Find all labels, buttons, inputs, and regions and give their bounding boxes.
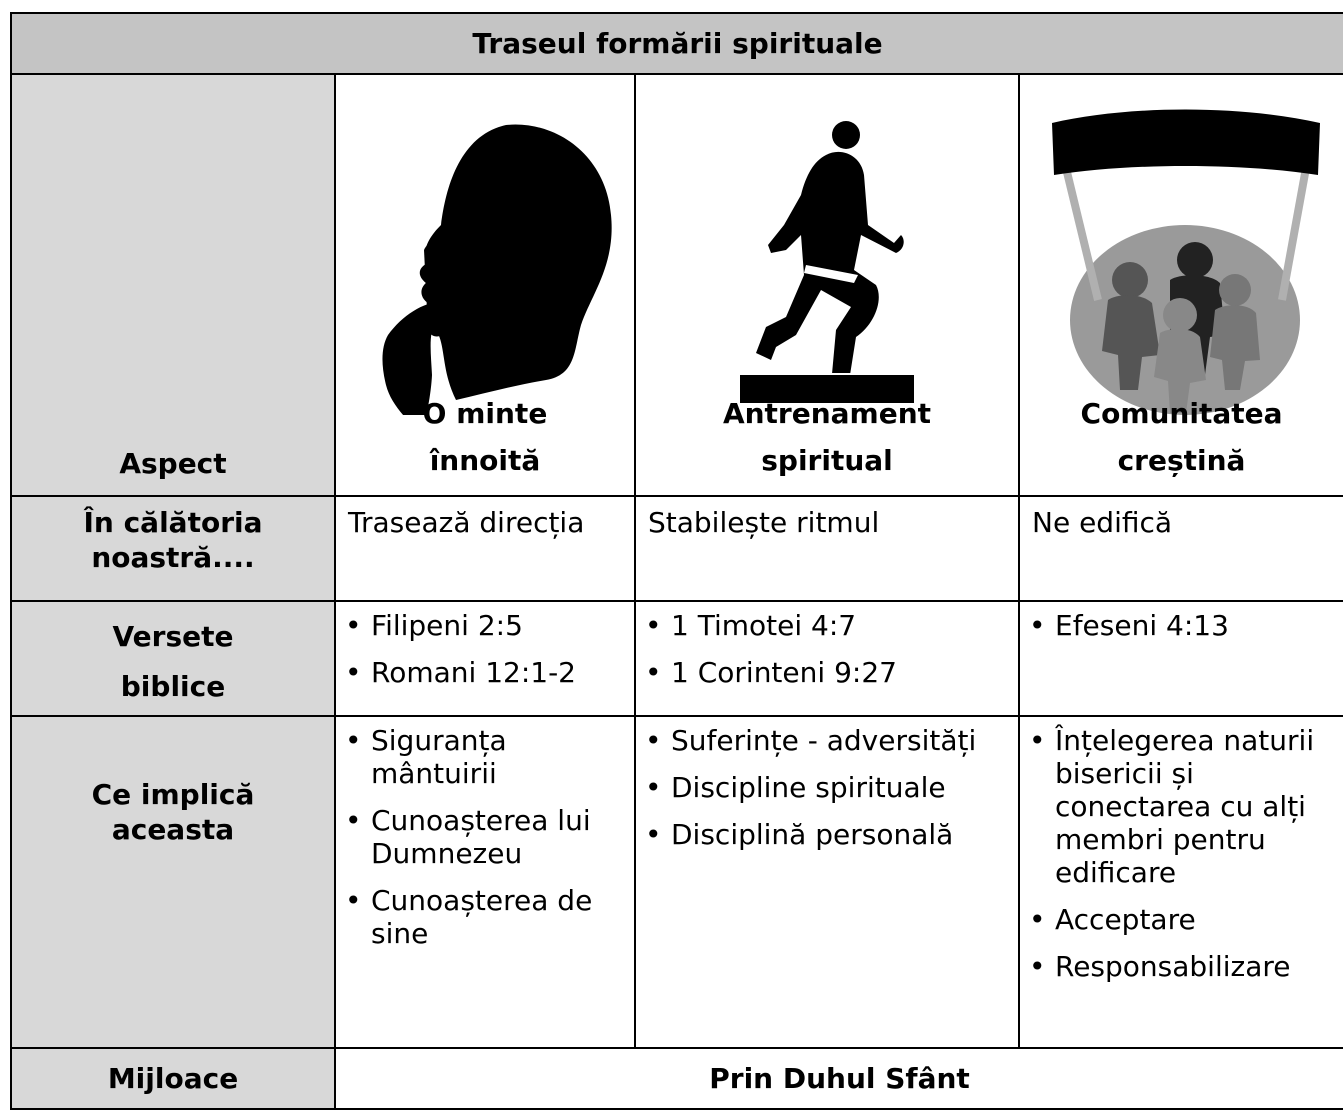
list-item: Efeseni 4:13 bbox=[1029, 609, 1342, 642]
christian-community-caption: Comunitatea creștină bbox=[1080, 396, 1283, 478]
implies-cell-community: Înțelegerea naturii bisericii și conecta… bbox=[1017, 715, 1343, 1049]
list-item: Cunoașterea lui Dumnezeu bbox=[345, 804, 633, 870]
spiritual-training-column-header: Antrenament spiritual bbox=[634, 73, 1020, 497]
means-row-label: Mijloace bbox=[10, 1047, 336, 1110]
list-item: 1 Corinteni 9:27 bbox=[645, 656, 1017, 689]
renewed-mind-caption: O minte înnoită bbox=[422, 396, 548, 478]
verses-row-label: Versete biblice bbox=[10, 600, 336, 717]
verses-cell-community: Efeseni 4:13 bbox=[1017, 600, 1343, 717]
renewed-mind-column-header: O minte înnoită bbox=[334, 73, 636, 497]
journey-cell-training: Stabilește ritmul bbox=[634, 495, 1020, 602]
verses-cell-training: 1 Timotei 4:7 1 Corinteni 9:27 bbox=[634, 600, 1020, 717]
implies-cell-mind: Siguranța mântuirii Cunoașterea lui Dumn… bbox=[334, 715, 636, 1049]
list-item: Filipeni 2:5 bbox=[345, 609, 633, 642]
means-value: Prin Duhul Sfânt bbox=[333, 1047, 1343, 1110]
list-item: Siguranța mântuirii bbox=[345, 724, 633, 790]
aspect-label: Aspect bbox=[10, 73, 336, 497]
list-item: Disciplină personală bbox=[645, 818, 1017, 851]
journey-cell-community: Ne edifică bbox=[1017, 495, 1343, 602]
verses-cell-mind: Filipeni 2:5 Romani 12:1-2 bbox=[334, 600, 636, 717]
list-item: Cunoașterea de sine bbox=[345, 884, 633, 950]
list-item: Romani 12:1-2 bbox=[345, 656, 633, 689]
table-title: Traseul formării spirituale bbox=[9, 12, 1343, 75]
implies-row-label: Ce implică aceasta bbox=[10, 715, 336, 1049]
list-item: Suferințe - adversități bbox=[645, 724, 1017, 757]
community-icon bbox=[1052, 109, 1320, 415]
list-item: Responsabilizare bbox=[1029, 950, 1342, 983]
christian-community-column-header: Comunitatea creștină bbox=[1017, 73, 1343, 497]
list-item: 1 Timotei 4:7 bbox=[645, 609, 1017, 642]
journey-row-label: În călătoria noastră.... bbox=[10, 495, 336, 602]
list-item: Discipline spirituale bbox=[645, 771, 1017, 804]
thinking-head-icon bbox=[382, 124, 612, 415]
spiritual-formation-table: Traseul formării spirituale Aspect O min… bbox=[9, 12, 1343, 1110]
implies-cell-training: Suferințe - adversități Discipline spiri… bbox=[634, 715, 1020, 1049]
list-item: Acceptare bbox=[1029, 903, 1342, 936]
journey-cell-mind: Trasează direcția bbox=[334, 495, 636, 602]
runner-icon bbox=[736, 121, 914, 403]
spiritual-training-caption: Antrenament spiritual bbox=[722, 396, 932, 478]
list-item: Înțelegerea naturii bisericii și conecta… bbox=[1029, 724, 1342, 889]
